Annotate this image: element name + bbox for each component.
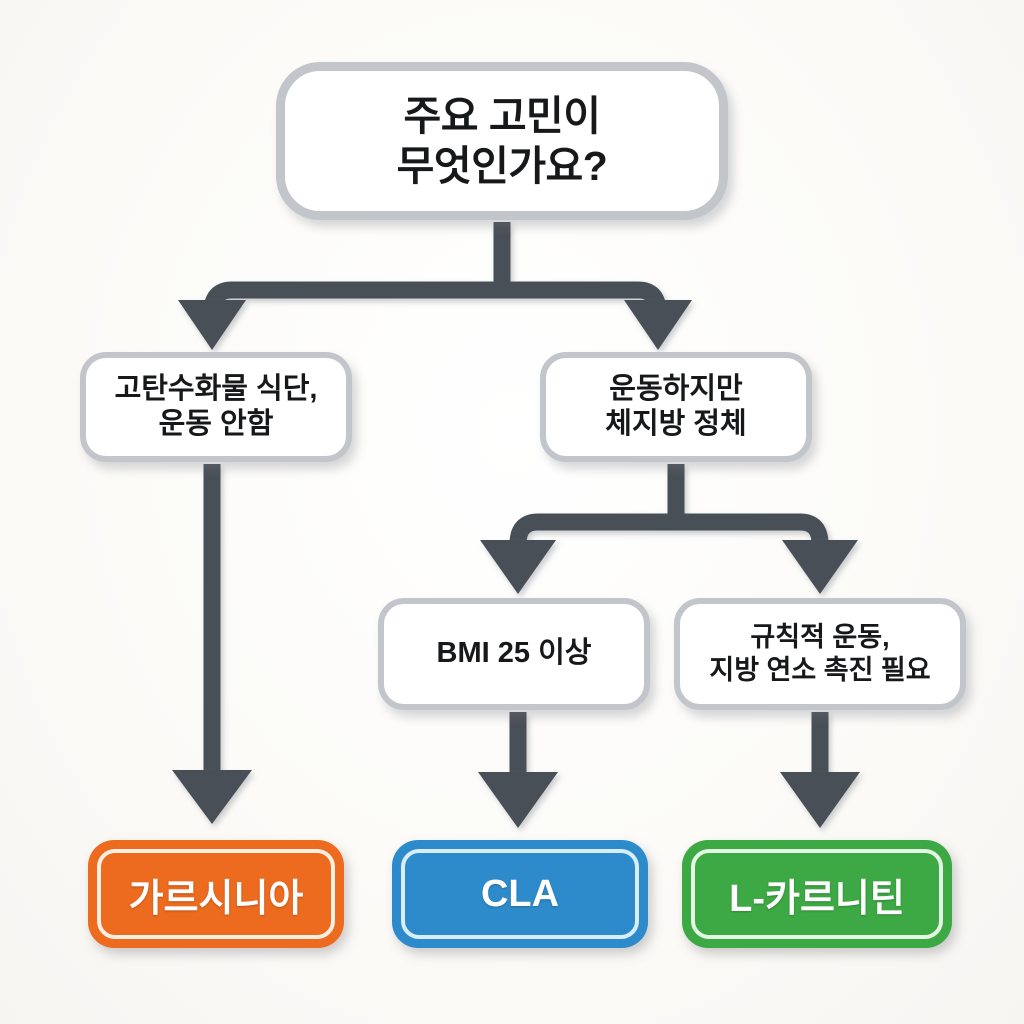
branch-node-exercise-plateau[interactable]: 운동하지만 체지방 정체 bbox=[540, 352, 812, 462]
arrowhead-to-cla bbox=[478, 772, 558, 828]
result-label-garcinia: 가르시니아 bbox=[128, 877, 304, 920]
arrowhead-to-regular bbox=[782, 540, 858, 594]
result-node-carnitine[interactable]: L-카르니틴 bbox=[682, 840, 952, 948]
branch-node-high-carb[interactable]: 고탄수화물 식단, 운동 안함 bbox=[80, 352, 352, 462]
result-label-carnitine: L-카르니틴 bbox=[729, 877, 905, 920]
condition-node-bmi[interactable]: BMI 25 이상 bbox=[378, 598, 650, 710]
result-node-garcinia[interactable]: 가르시니아 bbox=[88, 840, 344, 948]
root-question-node[interactable]: 주요 고민이 무엇인가요? bbox=[276, 62, 728, 220]
edge-plateau-to-regular-line bbox=[676, 513, 829, 553]
arrowhead-to-bmi bbox=[480, 540, 556, 594]
arrowhead-to-carnitine bbox=[780, 772, 860, 828]
condition-node-regular-exercise[interactable]: 규칙적 운동, 지방 연소 촉진 필요 bbox=[674, 598, 966, 710]
edge-plateau-to-bmi-line bbox=[509, 513, 676, 553]
edge-root-to-plateau-line bbox=[502, 281, 667, 321]
arrowhead-to-garcinia bbox=[172, 770, 252, 824]
edge-root-to-high-carb-line bbox=[203, 281, 502, 321]
result-node-cla[interactable]: CLA bbox=[392, 840, 648, 948]
result-label-cla: CLA bbox=[480, 872, 560, 915]
arrowhead-to-plateau bbox=[624, 300, 692, 350]
arrowhead-to-high-carb bbox=[178, 300, 246, 350]
